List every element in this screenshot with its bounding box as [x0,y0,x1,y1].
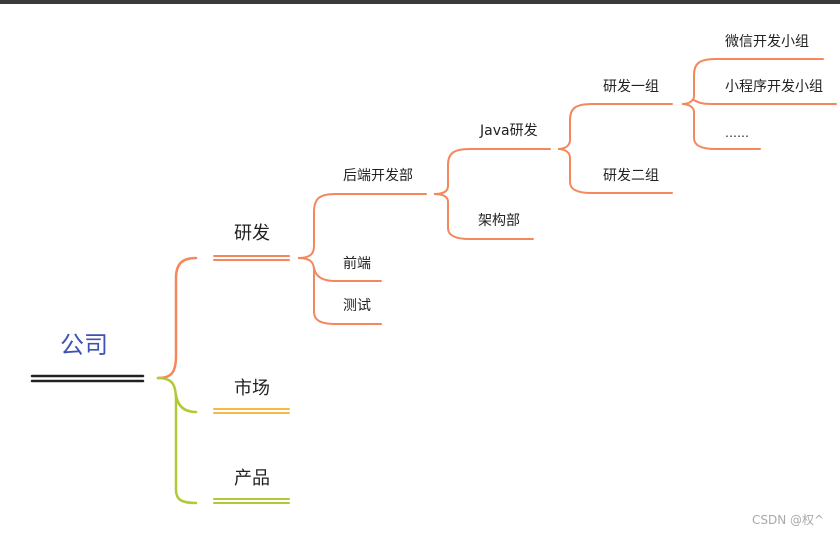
more-node-label: …… [725,126,749,140]
root-brace-upper [156,256,198,380]
top-edge-bar [0,0,840,4]
backend-node-label: 后端开发部 [343,168,413,184]
product-node-label: 产品 [234,468,270,489]
rnd-brace [297,193,337,325]
wechat-node-label: 微信开发小组 [725,34,809,50]
watermark-text: CSDN @权^ [752,513,825,527]
team1-brace [681,58,717,150]
architecture-node-label: 架构部 [478,213,520,229]
java-brace [557,103,593,194]
team1-node-label: 研发一组 [603,79,659,95]
miniprogram-node-label: 小程序开发小组 [725,79,823,95]
backend-brace [433,148,471,240]
root-brace-to-market [174,393,198,414]
frontend-node-label: 前端 [343,256,371,272]
market-node-label: 市场 [234,378,270,399]
root-node-label: 公司 [60,331,108,359]
testing-node-label: 测试 [343,298,371,314]
team2-node-label: 研发二组 [603,168,659,184]
rnd-brace-to-frontend [313,267,337,282]
java-node-label: Java研发 [480,123,538,139]
rnd-node-label: 研发 [234,223,270,244]
root-brace-lower [156,376,198,505]
team1-brace-to-mini [693,99,717,105]
